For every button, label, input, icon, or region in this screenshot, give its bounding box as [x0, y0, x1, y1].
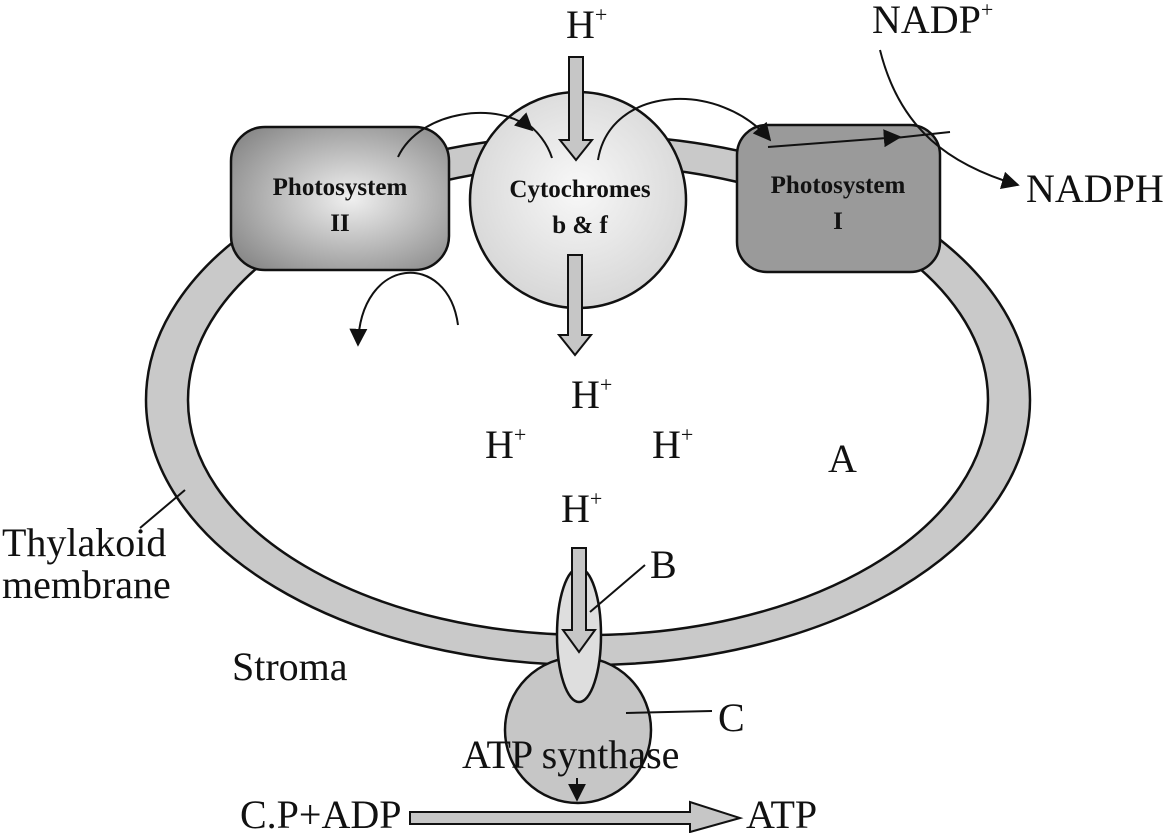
cytochromes-label-line1: Cytochromes: [509, 176, 650, 203]
nadp-reduction-arc: [879, 49, 1020, 190]
photosystem-ii-label-line1: Photosystem: [273, 174, 408, 201]
h-plus-top: H+: [566, 2, 607, 47]
photosystem-i-label-line2: I: [833, 208, 843, 235]
water-splitting-arc: [349, 271, 459, 347]
thylakoid-membrane-label-line2: membrane: [2, 562, 171, 607]
thylakoid-membrane-label-line1: Thylakoid: [2, 520, 166, 565]
proton-arrow-into-lumen: [556, 254, 594, 357]
label-c: C: [718, 695, 745, 740]
proton-arrow-through-channel: [561, 547, 597, 654]
atp-production-arrow: [409, 800, 744, 833]
h-plus-lumen-3: H+: [652, 422, 693, 467]
pointer-line-c: [625, 710, 713, 714]
h-plus-lumen-1: H+: [571, 372, 612, 417]
photosystem-i-label-line1: Photosystem: [771, 172, 906, 199]
nadph-label: NADPH: [1026, 166, 1164, 211]
nadp-label: NADP+: [872, 0, 993, 42]
label-b: B: [650, 542, 677, 587]
pointer-line-thylakoid: [139, 489, 186, 529]
electron-arc-ps2-to-cyt: [397, 112, 534, 158]
electron-line-through-ps1: [767, 129, 902, 148]
atp-label: ATP: [746, 792, 817, 833]
pointer-line-b: [589, 564, 646, 613]
label-a: A: [828, 436, 857, 481]
atp-synthase-label: ATP synthase: [462, 732, 679, 777]
cytochromes-label-line2: b & f: [552, 212, 608, 239]
electron-arc-cyt-to-ps1: [597, 97, 772, 161]
electron-line-exit-ps1: [894, 131, 951, 139]
photosystem-i-box: [735, 123, 942, 274]
stroma-label: Stroma: [232, 644, 348, 689]
h-plus-lumen-2: H+: [485, 422, 526, 467]
photosystem-ii-box: [229, 125, 451, 272]
electron-arc-cyt-loop: [521, 119, 553, 159]
cp-adp-label: C.P+ADP: [240, 792, 402, 833]
proton-arrow-top: [557, 56, 595, 162]
h-plus-lumen-4: H+: [561, 486, 602, 531]
photosystem-ii-label-line2: II: [330, 210, 349, 237]
